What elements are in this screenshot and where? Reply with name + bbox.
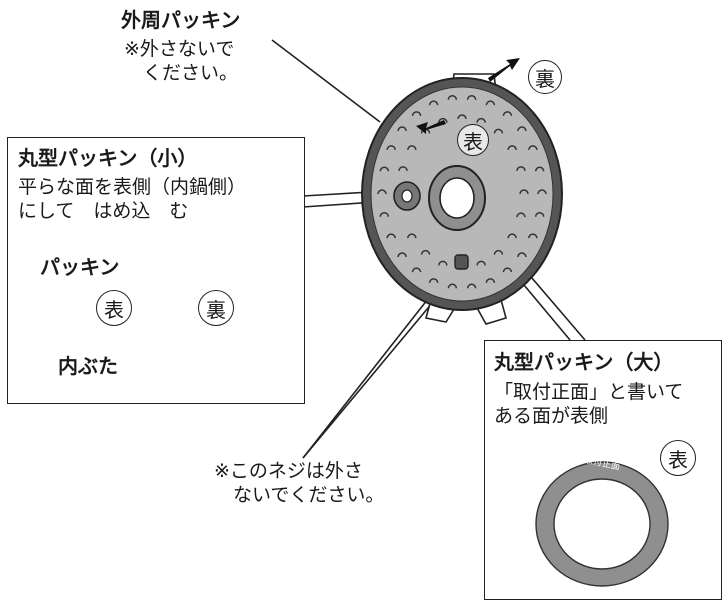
ring-inner — [553, 478, 651, 570]
large-gasket-ring — [535, 461, 669, 587]
lid-steam-holes — [377, 94, 547, 289]
large-gasket-desc: 「取付正面」と書いて ある面が表側 — [494, 381, 684, 427]
small-gasket-desc: 平らな面を表側（内鍋側） にして はめ込 む — [18, 176, 247, 222]
steam-hole — [502, 111, 513, 116]
steam-hole — [528, 145, 538, 150]
steam-hole — [516, 212, 526, 218]
steam-hole — [428, 278, 439, 283]
steam-hole — [466, 94, 477, 100]
outer-gasket-title: 外周パッキン — [121, 8, 241, 32]
steam-hole — [397, 126, 407, 132]
lid-screw — [454, 254, 469, 270]
outer-gasket-note: ※外さないで ください。 — [124, 38, 239, 84]
large-gasket-hole — [439, 177, 475, 219]
steam-hole — [407, 233, 417, 239]
steam-hole — [386, 233, 396, 239]
outer-gasket-leader — [271, 39, 381, 123]
small-gasket-hole — [401, 189, 413, 203]
steam-hole — [502, 267, 513, 273]
steam-hole — [447, 283, 458, 289]
inner-lid-label: 内ぶた — [58, 354, 118, 378]
screw-note: ※このネジは外さ ないでください。 — [214, 460, 385, 506]
steam-hole — [398, 166, 408, 171]
small-gasket-callout — [7, 137, 305, 404]
small-front-mark: 表 — [96, 290, 132, 326]
steam-hole — [493, 128, 504, 134]
back-arrow — [488, 58, 520, 82]
steam-hole — [493, 249, 504, 255]
steam-hole — [528, 233, 538, 239]
steam-hole — [485, 278, 496, 283]
steam-hole — [411, 111, 422, 116]
packing-label: パッキン — [40, 255, 120, 279]
small-gasket-title: 丸型パッキン（小） — [18, 146, 198, 170]
lid-back-mark: 裏 — [528, 60, 562, 94]
steam-hole — [379, 211, 390, 217]
steam-hole — [507, 233, 517, 239]
steam-hole — [476, 260, 486, 266]
steam-hole — [534, 211, 545, 217]
steam-hole — [485, 100, 496, 106]
steam-hole — [420, 249, 431, 255]
steam-hole — [519, 189, 529, 195]
large-front-mark: 表 — [660, 440, 696, 476]
steam-hole — [379, 166, 390, 172]
steam-hole — [517, 126, 527, 132]
steam-hole — [534, 166, 545, 172]
steam-hole — [386, 145, 396, 150]
steam-hole — [457, 114, 467, 120]
steam-hole — [411, 267, 422, 273]
steam-hole — [438, 260, 448, 266]
steam-hole — [447, 94, 458, 100]
steam-hole — [537, 189, 547, 195]
steam-hole — [438, 117, 448, 123]
steam-hole — [516, 166, 526, 171]
steam-hole — [428, 100, 439, 106]
steam-hole — [476, 117, 486, 123]
lid-front-mark: 表 — [457, 124, 489, 156]
steam-hole — [517, 252, 527, 258]
steam-hole — [466, 283, 477, 289]
front-arrow — [416, 120, 446, 134]
inner-lid — [361, 58, 563, 325]
small-back-mark: 裏 — [198, 290, 234, 326]
large-gasket-title: 丸型パッキン（大） — [494, 350, 674, 374]
steam-hole — [397, 252, 407, 258]
steam-hole — [377, 189, 387, 195]
steam-hole — [407, 145, 417, 151]
steam-hole — [507, 145, 517, 151]
